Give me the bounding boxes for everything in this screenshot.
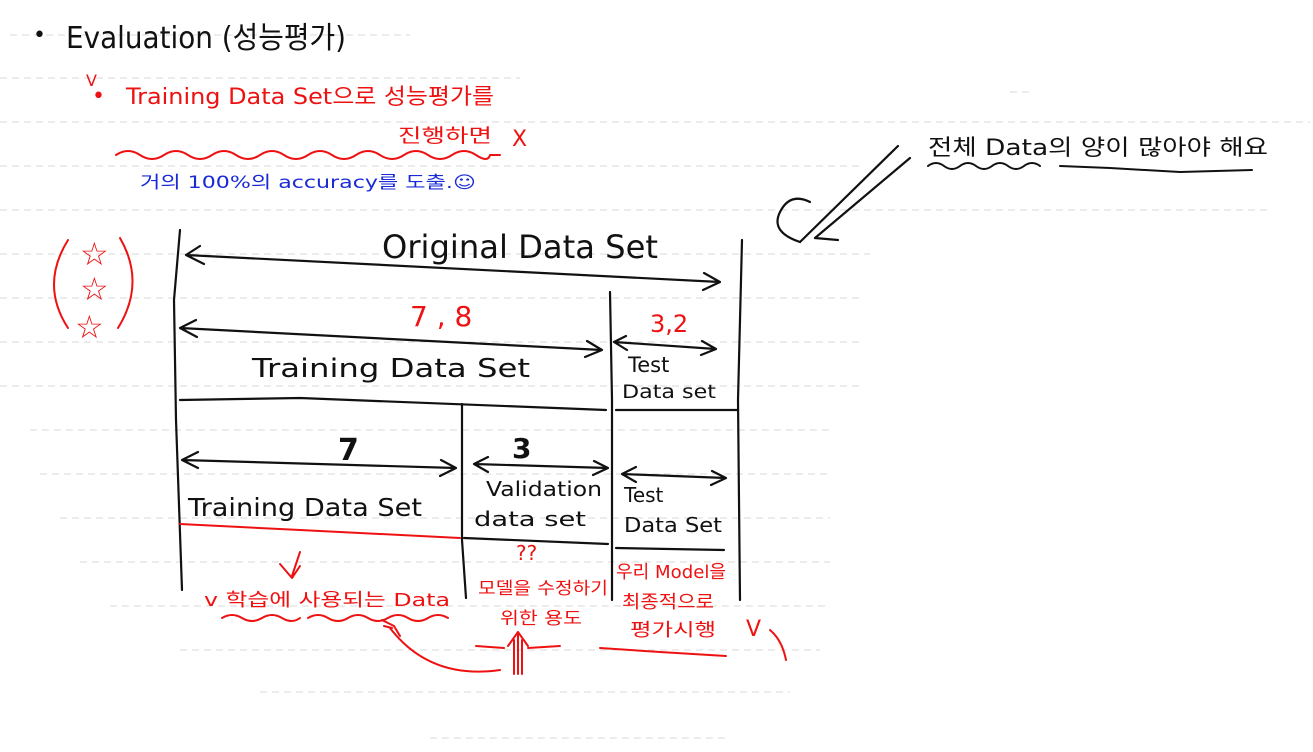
training-eval-note: V • Training Data Set으로 성능평가를 진행하면 X 거의 …	[86, 71, 527, 193]
training-data-set-label-1: Training Data Set	[251, 354, 530, 384]
split1-divider	[608, 290, 614, 602]
original-data-set-label: Original Data Set	[382, 228, 658, 266]
star-icon: ☆	[80, 270, 109, 308]
note-check-mark: V	[86, 71, 97, 90]
split2-train-ratio: 7	[338, 433, 359, 468]
star-icon: ☆	[80, 235, 109, 273]
star-emphasis: ☆ ☆ ☆	[53, 235, 134, 346]
training-data-set-label-2: Training Data Set	[187, 493, 422, 522]
note-line-1: Training Data Set으로 성능평가를	[125, 85, 494, 110]
title-bullet: •	[33, 23, 46, 48]
original-arrow	[184, 244, 722, 292]
test-label-2-line2: Data Set	[624, 513, 722, 537]
note-bullet: •	[92, 84, 105, 109]
pointer-arrow-2	[813, 156, 912, 240]
test-usage-line1: 우리 Model을	[616, 562, 726, 583]
test-usage-line3: 평가시행	[630, 620, 716, 641]
curved-arrow	[381, 619, 501, 673]
right-border	[736, 238, 744, 602]
validation-usage-line2: 위한 용도	[500, 609, 582, 629]
training-arrow-2	[180, 450, 458, 478]
up-arrow	[507, 631, 529, 675]
ruled-lines	[0, 34, 1310, 739]
test-label-2-line1: Test	[623, 483, 664, 507]
test-label-1-line2: Data set	[622, 381, 716, 403]
test-arrow-1	[612, 334, 718, 357]
data-split-diagram: Original Data Set 7 , 8 3,2 Training Dat…	[172, 228, 744, 602]
train-usage-note: v 학습에 사용되는 Data	[204, 590, 450, 611]
bottom-annotations: v 학습에 사용되는 Data ?? 모델을 수정하기 위한 용도 우리 Mod…	[204, 541, 787, 675]
note-cross: X	[512, 127, 527, 152]
check-mark-icon: V	[746, 617, 761, 642]
test-usage-line2: 최종적으로	[622, 592, 714, 613]
right-note: 전체 Data의 양이 많아야 해요	[776, 136, 1268, 244]
title-group: • Evaluation (성능평가)	[33, 21, 346, 56]
note-wavy-underline	[115, 150, 501, 160]
split1-bottom-line	[178, 396, 608, 412]
note-line-2: 진행하면	[398, 125, 492, 147]
split2-bottom-line	[462, 536, 610, 546]
validation-label-line2: data set	[474, 507, 586, 531]
validation-label-line1: Validation	[486, 477, 602, 501]
test-label-1-line1: Test	[627, 353, 669, 377]
question-marks: ??	[516, 541, 537, 565]
split2-divider	[460, 402, 468, 600]
split1-ratio: 7 , 8	[410, 300, 472, 333]
split2-val-ratio: 3	[512, 432, 531, 465]
validation-arrow	[472, 455, 610, 477]
training-arrow-1	[178, 318, 604, 359]
blue-accuracy-note: 거의 100%의 accuracy를 도출.☺	[140, 173, 476, 193]
star-icon: ☆	[75, 308, 104, 346]
pointer-arrow-1	[798, 144, 900, 244]
right-note-text: 전체 Data의 양이 많아야 해요	[928, 136, 1268, 161]
page-title: Evaluation (성능평가)	[66, 21, 346, 56]
validation-usage-line1: 모델을 수정하기	[478, 579, 608, 599]
left-border	[172, 228, 184, 592]
split1-test-ratio: 3,2	[650, 310, 688, 338]
test-arrow-2	[620, 465, 728, 487]
